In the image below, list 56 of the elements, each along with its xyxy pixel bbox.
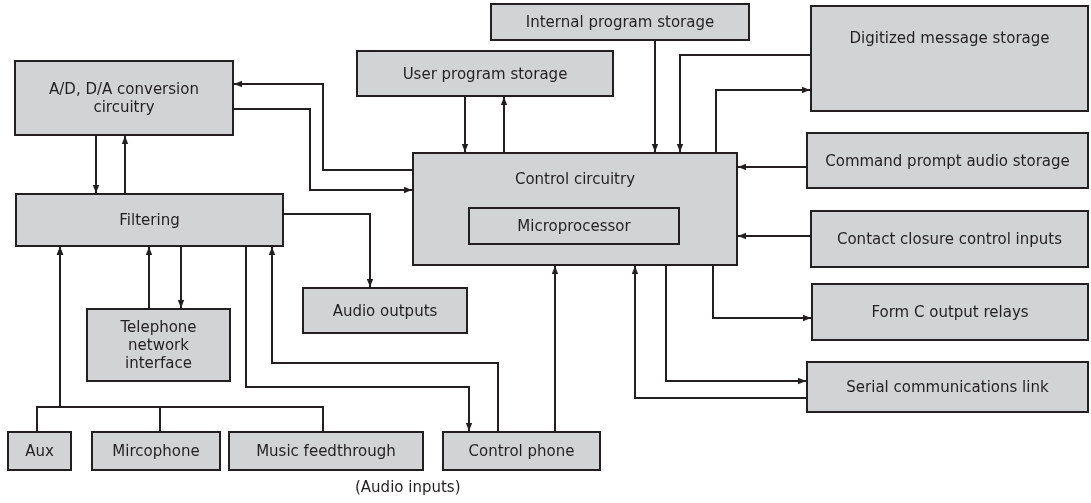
block-box [302, 287, 468, 334]
block-box [810, 210, 1089, 268]
block-label: Audio outputs [332, 301, 438, 320]
arrow [245, 246, 473, 432]
block-label: Serial communications link [846, 378, 1049, 396]
block-label: Aux [25, 442, 54, 460]
block-box [15, 193, 284, 247]
block-label: Control phone [468, 442, 575, 460]
block-box [811, 283, 1089, 341]
block-label: Mircophone [112, 442, 200, 460]
arrow [676, 54, 811, 153]
block-box [14, 60, 234, 136]
arrow [145, 246, 153, 309]
block-label: Internal program storage [525, 13, 715, 31]
block-box [356, 50, 614, 97]
arrow [233, 108, 413, 194]
block-box [490, 3, 750, 41]
block-label: Digitized message storage [849, 29, 1050, 47]
group-caption: (Audio inputs) [355, 478, 461, 496]
arrow [651, 40, 659, 153]
arrow [121, 135, 129, 194]
arrow [92, 135, 100, 194]
block-label: Music feedthrough [256, 442, 396, 460]
arrow [56, 246, 324, 432]
arrow [500, 96, 508, 153]
arrow [233, 80, 413, 171]
block-label: Command prompt audio storage [825, 151, 1070, 170]
block-label: User program storage [402, 64, 568, 83]
arrow [737, 163, 807, 171]
block-label: Form C output relays [871, 303, 1029, 321]
block-box [7, 431, 72, 471]
block-label: Filtering [119, 211, 180, 229]
block-box [806, 132, 1089, 189]
block-box [806, 361, 1089, 413]
block-label: A/D, D/A conversion circuitry [48, 80, 200, 116]
block-box [442, 431, 601, 471]
block-label: Telephone network interface [119, 318, 198, 372]
arrow [737, 232, 811, 240]
block-label: Control circuitry [514, 170, 636, 188]
arrow [268, 246, 499, 432]
block-box [810, 5, 1089, 112]
block-box [86, 308, 231, 382]
block-box [228, 431, 424, 471]
arrow [461, 96, 469, 153]
arrow [631, 265, 807, 399]
arrow [551, 265, 559, 432]
arrow [712, 265, 812, 322]
block-label: Contact closure control inputs [836, 230, 1062, 248]
block-label: Microprocessor [517, 217, 631, 235]
component-box [412, 152, 738, 266]
arrow [283, 213, 374, 288]
component-box [468, 207, 680, 245]
arrow [177, 246, 185, 309]
arrow [665, 265, 807, 385]
block-box [91, 431, 221, 471]
arrow [715, 86, 811, 153]
